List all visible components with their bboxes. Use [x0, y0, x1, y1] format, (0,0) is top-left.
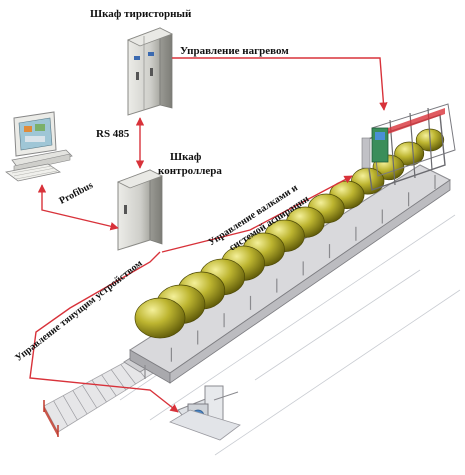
- grating-bar: [110, 369, 127, 391]
- roller-conveyor: [129, 164, 451, 384]
- grating-bar: [82, 385, 98, 409]
- grating-bar: [120, 364, 136, 385]
- heating-control-line: [172, 57, 388, 111]
- heating-unit: [361, 103, 456, 191]
- computer-workstation: [5, 111, 73, 182]
- grating-bar: [53, 400, 69, 427]
- controller-cabinet-label-1: Шкаф: [170, 151, 202, 163]
- grating-bar: [72, 390, 88, 415]
- rs485-label: RS 485: [96, 128, 130, 140]
- heating-control-label: Управление нагревом: [180, 45, 289, 57]
- pulling-device-line: [29, 251, 179, 413]
- grating-bar: [62, 395, 78, 421]
- grating-bar: [91, 379, 107, 403]
- control-links: [29, 57, 388, 413]
- pulling-device: [169, 385, 241, 441]
- thyristor-cabinet: [127, 27, 173, 116]
- thyristor-cabinet-label: Шкаф тиристорный: [90, 8, 192, 20]
- controller-cabinet: [117, 169, 163, 251]
- shafts-control-line: [161, 175, 353, 253]
- controller-cabinet-label-2: контроллера: [158, 165, 222, 177]
- profibus-line: [37, 184, 119, 231]
- pipe-segment: [134, 297, 186, 339]
